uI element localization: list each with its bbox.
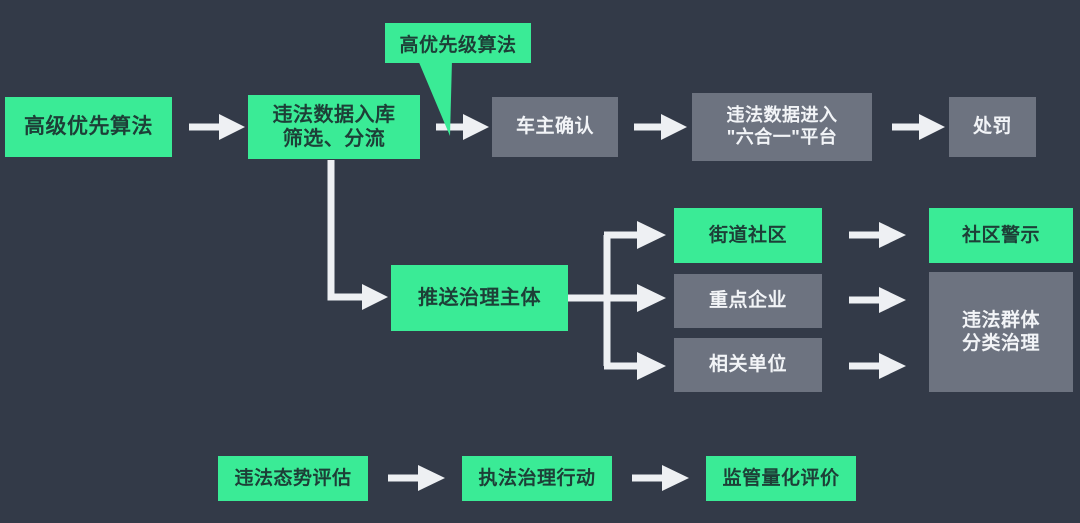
node-related-unit[interactable]: 相关单位 (674, 338, 822, 392)
arrow-row1-4 (892, 114, 945, 140)
node-six-in-one-platform[interactable]: 违法数据进入 "六合一"平台 (692, 93, 872, 161)
callout-tail-icon (418, 60, 452, 136)
arrow-row1-3 (634, 114, 687, 140)
arrow-n2-to-hub (327, 160, 388, 310)
node-violation-situation-assessment[interactable]: 违法态势评估 (218, 456, 368, 501)
node-penalty[interactable]: 处罚 (949, 97, 1036, 157)
arrow-row1-1 (189, 114, 245, 140)
arrow-row3-2 (632, 465, 689, 491)
arrow-n8-to-n11 (849, 287, 906, 313)
node-violator-group-classification[interactable]: 违法群体 分类治理 (929, 272, 1073, 392)
node-key-enterprise[interactable]: 重点企业 (674, 274, 822, 328)
arrow-n7-to-n10 (849, 222, 906, 248)
arrow-row3-1 (388, 465, 445, 491)
node-advanced-priority-algorithm[interactable]: 高级优先算法 (5, 97, 172, 157)
node-owner-confirmation[interactable]: 车主确认 (492, 97, 618, 157)
node-community-warning[interactable]: 社区警示 (929, 208, 1073, 263)
node-regulatory-quantitative-evaluation[interactable]: 监管量化评价 (706, 456, 856, 501)
node-street-community[interactable]: 街道社区 (674, 208, 822, 263)
callout-high-priority-algorithm: 高优先级算法 (385, 23, 531, 63)
arrow-n9-to-n11 (849, 353, 906, 379)
node-enforcement-action[interactable]: 执法治理行动 (462, 456, 612, 501)
node-push-governance-entity[interactable]: 推送治理主体 (391, 265, 568, 331)
node-violation-data-intake[interactable]: 违法数据入库 筛选、分流 (248, 95, 420, 159)
arrow-hub-fanout (568, 221, 666, 380)
